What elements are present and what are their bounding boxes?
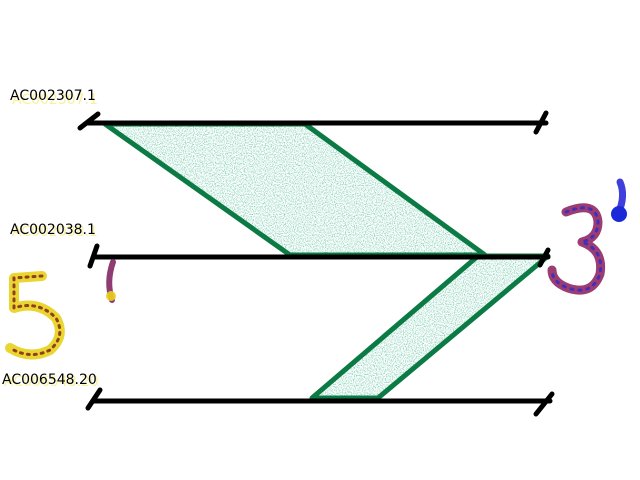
five-prime-marker	[5, 259, 116, 360]
sequence-label-middle: AC002038.1	[10, 222, 96, 238]
sequence-label-bottom-shadow: AC006548.20	[4, 374, 99, 390]
alignment-band-middle-bottom	[309, 253, 551, 401]
sequence-label-top-shadow: AC002307.1	[12, 92, 98, 108]
sequence-line-bottom	[85, 387, 555, 417]
three-prime-marker	[547, 178, 627, 295]
sequence-label-middle-shadow: AC002038.1	[12, 224, 98, 240]
sequence-line-middle	[87, 243, 551, 269]
alignment-band-top-middle	[102, 121, 488, 258]
sequence-line-top	[77, 110, 549, 135]
sequence-label-bottom: AC006548.20	[2, 372, 97, 388]
sequence-label-top: AC002307.1	[10, 88, 96, 104]
